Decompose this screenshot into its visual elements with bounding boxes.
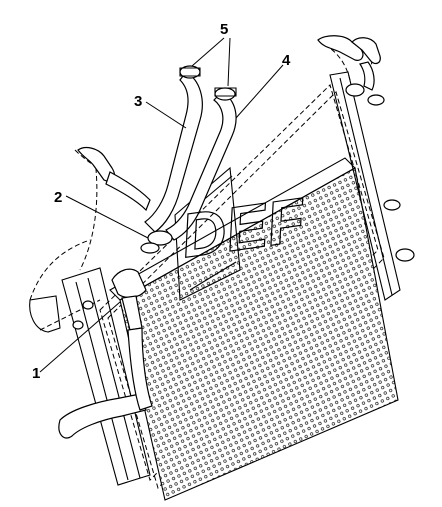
upper-left-hoses (77, 146, 151, 212)
radiator-right-tank (329, 71, 415, 301)
upper-right-hoses (317, 35, 381, 91)
radiator-core (109, 157, 399, 501)
callout-1: 1 (32, 301, 121, 382)
callout-label-1: 1 (32, 365, 40, 382)
heater-hose-4 (165, 87, 237, 241)
callout-label-5: 5 (220, 21, 228, 38)
callout-3: 3 (134, 93, 187, 129)
lower-return-hose (58, 393, 147, 439)
hose-clamps (179, 67, 237, 97)
callout-label-3: 3 (134, 93, 142, 110)
callout-2: 2 (54, 189, 149, 239)
radiator-left-tank (29, 267, 151, 486)
callout-4: 4 (235, 52, 291, 119)
callout-label-4: 4 (282, 52, 291, 69)
callout-5: 5 (191, 21, 231, 87)
callout-label-2: 2 (54, 189, 62, 206)
